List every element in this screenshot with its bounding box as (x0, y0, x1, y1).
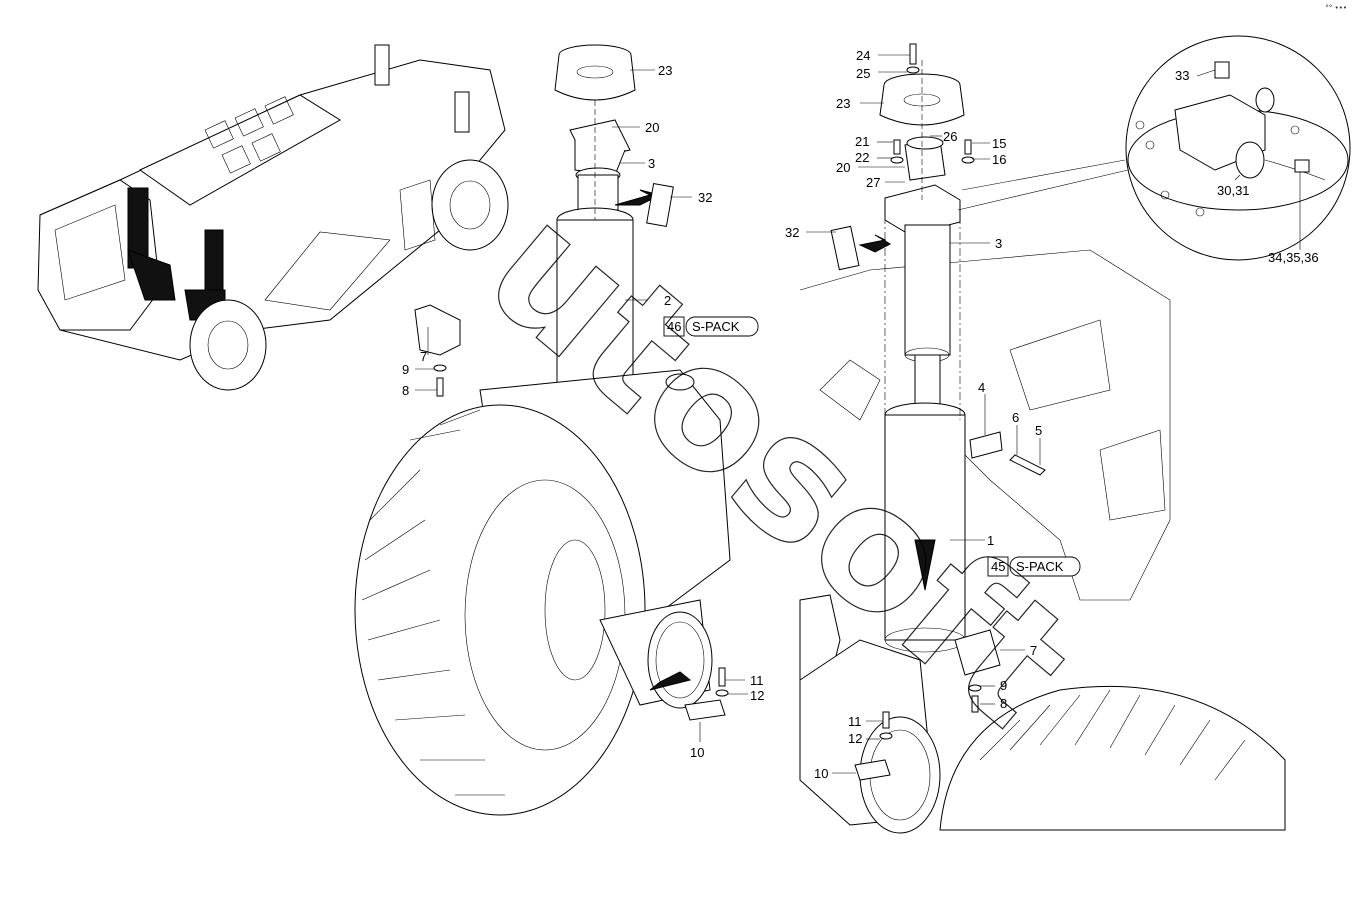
label-7-right: 7 (1030, 643, 1037, 658)
label-15: 15 (992, 136, 1006, 151)
label-11: 11 (750, 673, 764, 688)
label-20: 20 (645, 120, 659, 135)
corner-mark: °° ••• (1325, 4, 1347, 12)
label-8: 8 (402, 383, 409, 398)
pack-number-box-right (987, 556, 1009, 577)
label-16: 16 (992, 152, 1006, 167)
label-3-right: 3 (995, 236, 1002, 251)
label-3: 3 (648, 156, 655, 171)
label-9-right: 9 (1000, 678, 1007, 693)
left-exploded-view (354, 44, 748, 816)
label-10: 10 (690, 745, 704, 760)
pack-number: 46 (667, 319, 681, 334)
label-4: 4 (978, 380, 985, 395)
label-6: 6 (1012, 410, 1019, 425)
s-pack-badge (685, 316, 759, 337)
detail-circle (957, 35, 1351, 261)
right-view-labels: 24 25 23 21 22 20 26 15 16 27 32 3 4 6 5… (785, 48, 1081, 781)
label-20-right: 20 (836, 160, 850, 175)
label-11-right: 11 (848, 714, 862, 729)
label-23: 23 (658, 63, 672, 78)
label-32: 32 (698, 190, 712, 205)
s-pack-label-right: S-PACK (1016, 559, 1064, 574)
label-34-35-36: 34,35,36 (1268, 250, 1319, 265)
machine-overview (37, 44, 509, 391)
label-25: 25 (856, 66, 870, 81)
pack-number-box (663, 316, 685, 337)
label-9: 9 (402, 362, 409, 377)
label-7: 7 (420, 349, 427, 364)
label-5: 5 (1035, 423, 1042, 438)
left-view-labels: 23 20 3 32 2 7 9 8 11 12 10 46 S-PACK (402, 63, 764, 760)
s-pack-label: S-PACK (692, 319, 740, 334)
label-23-right: 23 (836, 96, 850, 111)
label-27: 27 (866, 175, 880, 190)
label-22: 22 (855, 150, 869, 165)
s-pack-badge-right (1009, 556, 1081, 577)
label-12-right: 12 (848, 731, 862, 746)
label-12: 12 (750, 688, 764, 703)
right-exploded-view (799, 43, 1286, 834)
detail-labels: 33 30,31 34,35,36 (1175, 68, 1319, 265)
label-10-right: 10 (814, 766, 828, 781)
label-8-right: 8 (1000, 696, 1007, 711)
label-24: 24 (856, 48, 870, 63)
label-30-31: 30,31 (1217, 183, 1250, 198)
label-26: 26 (943, 129, 957, 144)
label-33: 33 (1175, 68, 1189, 83)
label-2: 2 (664, 293, 671, 308)
pack-number-right: 45 (991, 559, 1005, 574)
label-21: 21 (855, 134, 869, 149)
label-1: 1 (987, 533, 994, 548)
label-32-right: 32 (785, 225, 799, 240)
